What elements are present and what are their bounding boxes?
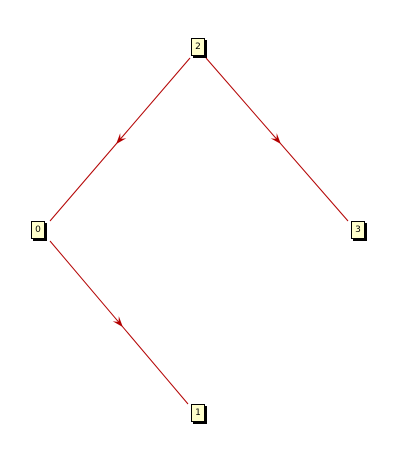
node-0[interactable]: 0 bbox=[31, 221, 45, 239]
node-3[interactable]: 3 bbox=[351, 221, 365, 239]
edge-0-to-1-arrowhead bbox=[112, 316, 123, 328]
node-2[interactable]: 2 bbox=[191, 38, 205, 56]
edge-2-to-0-arrowhead bbox=[116, 133, 127, 145]
edge-2-to-3-arrowhead bbox=[270, 133, 281, 144]
node-1[interactable]: 1 bbox=[191, 404, 205, 422]
